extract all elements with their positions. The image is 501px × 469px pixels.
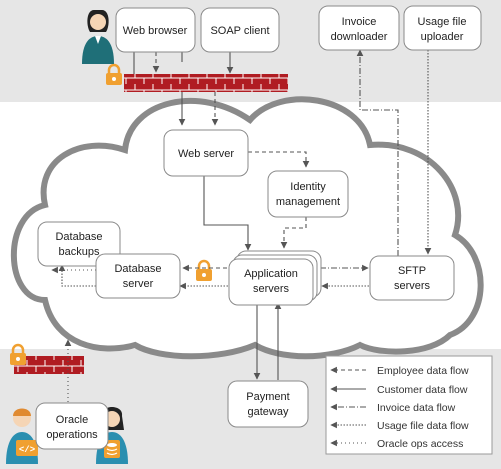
database-backups-label-1: Database (55, 231, 102, 243)
database-backups-label-2: backups (59, 246, 100, 258)
oracle-operations-node: Oracle operations (35, 402, 109, 450)
svg-text:</>: </> (19, 445, 35, 455)
lock-icon (106, 63, 122, 85)
application-servers-label-1: Application (244, 268, 298, 280)
legend-entry-customer: Customer data flow (330, 384, 468, 396)
database-icon (104, 440, 120, 458)
legend-label-usage: Usage file data flow (377, 420, 469, 432)
lock-icon (196, 259, 212, 281)
invoice-downloader-label-1: Invoice (342, 16, 377, 28)
sftp-servers-label-1: SFTP (398, 265, 426, 277)
identity-management-node: Identity management (267, 170, 349, 218)
database-backups-node: Database backups (37, 221, 121, 267)
identity-management-label-1: Identity (290, 181, 326, 193)
flow-lines (51, 49, 432, 402)
invoice-downloader-label-2: downloader (331, 31, 388, 43)
invoice-downloader-node: Invoice downloader (318, 5, 400, 51)
legend-label-employee: Employee data flow (377, 365, 469, 377)
legend: Employee data flow Customer data flow In… (325, 355, 493, 455)
soap-client-label: SOAP client (210, 25, 269, 37)
payment-gateway-label-1: Payment (246, 391, 289, 403)
oracle-operations-label-1: Oracle (56, 414, 88, 426)
usage-file-uploader-label-2: uploader (421, 31, 464, 43)
legend-entry-invoice: Invoice data flow (330, 402, 456, 414)
database-server-node: Database server (95, 253, 181, 299)
usage-file-uploader-label-1: Usage file (418, 16, 467, 28)
oracle-operations-label-2: operations (46, 429, 98, 441)
web-server-label: Web server (178, 148, 234, 160)
usage-file-uploader-node: Usage file uploader (403, 5, 482, 51)
identity-management-label-2: management (276, 196, 340, 208)
payment-gateway-label-2: gateway (248, 406, 289, 418)
payment-gateway-node: Payment gateway (227, 380, 309, 428)
application-servers-label-2: servers (253, 283, 290, 295)
database-server-label-1: Database (114, 263, 161, 275)
legend-label-invoice: Invoice data flow (377, 402, 456, 414)
lock-icon (10, 343, 26, 365)
person-icon (82, 10, 114, 64)
top-firewall (124, 74, 288, 92)
web-browser-node: Web browser (115, 7, 196, 53)
legend-label-oracle-ops: Oracle ops access (377, 438, 463, 450)
sftp-servers-label-2: servers (394, 280, 431, 292)
code-icon: </> (16, 440, 38, 456)
bottom-firewall (14, 356, 84, 374)
sftp-servers-node: SFTP servers (369, 255, 455, 301)
web-server-node: Web server (163, 129, 249, 177)
legend-entry-employee: Employee data flow (330, 365, 469, 377)
legend-entry-oracle-ops: Oracle ops access (330, 438, 463, 450)
soap-client-node: SOAP client (200, 7, 280, 53)
legend-entry-usage: Usage file data flow (330, 420, 469, 432)
application-servers-node: Application servers (228, 250, 322, 306)
legend-label-customer: Customer data flow (377, 384, 468, 396)
database-server-label-2: server (123, 278, 154, 290)
web-browser-label: Web browser (123, 25, 188, 37)
